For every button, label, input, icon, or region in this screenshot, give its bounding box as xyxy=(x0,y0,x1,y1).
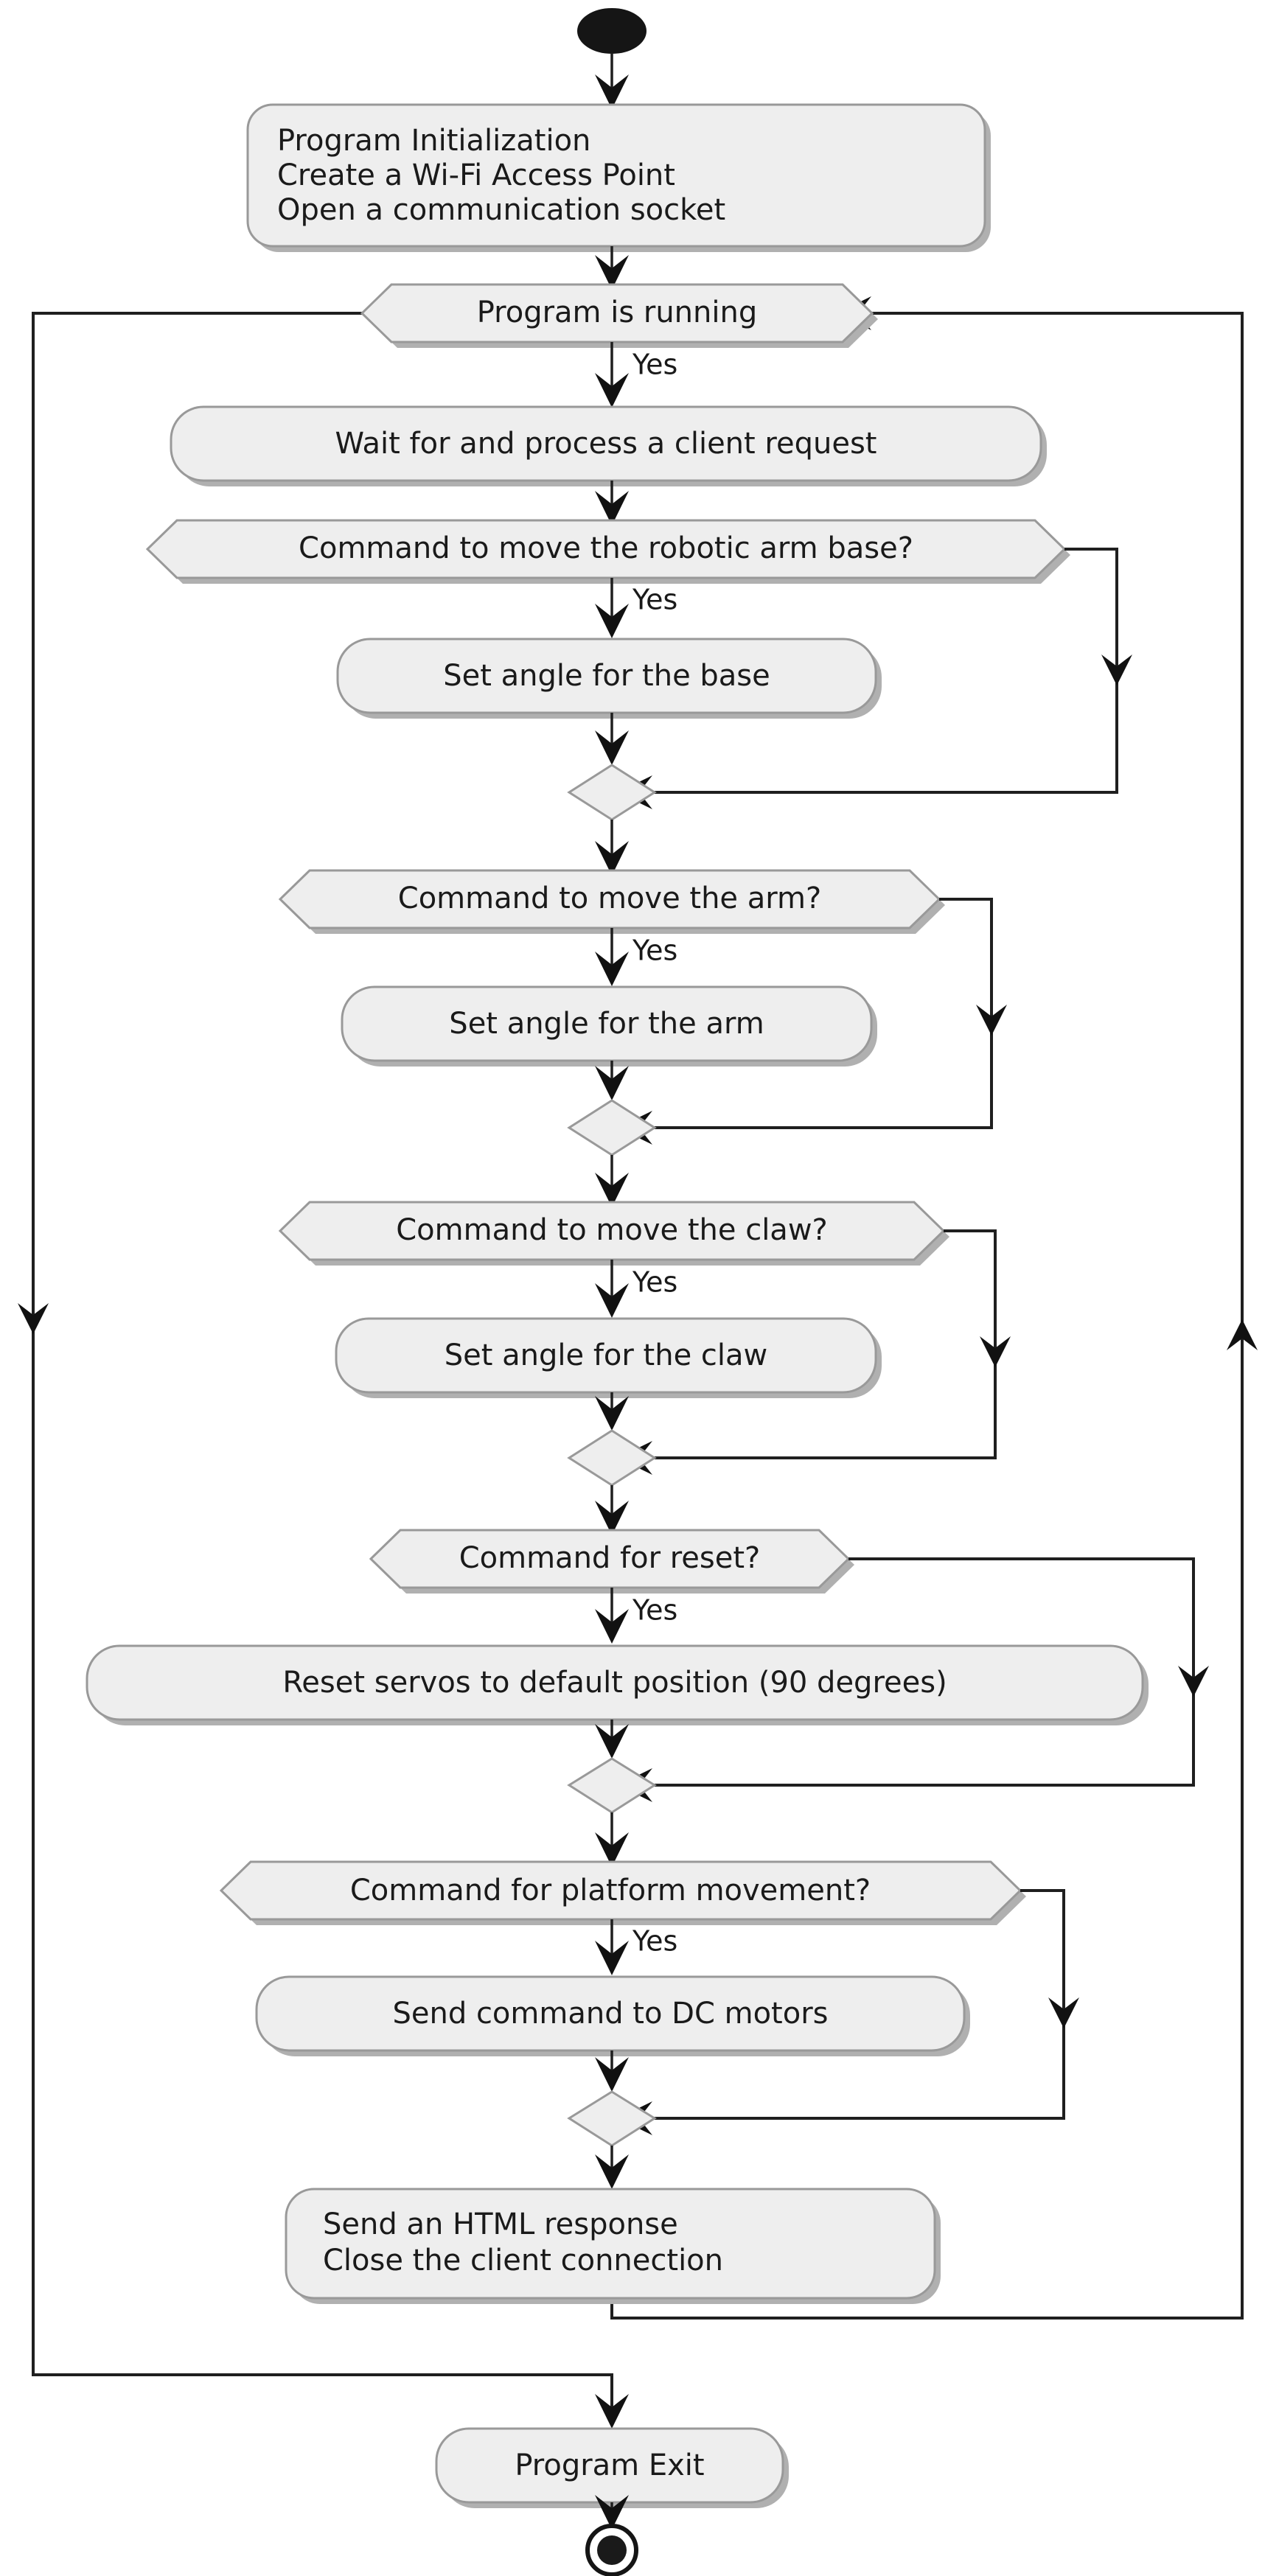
decision-program-is-running-label: Program is running xyxy=(477,296,758,329)
decision-program-is-running: Program is running xyxy=(360,283,878,348)
edge-setarm-to-merge xyxy=(595,1061,629,1100)
program-exit-label: Program Exit xyxy=(515,2448,704,2482)
set-base-label: Set angle for the base xyxy=(443,659,770,693)
reset-bypass-arrowhead xyxy=(1178,1666,1209,1697)
init-line-2: Create a Wi-Fi Access Point xyxy=(277,158,675,192)
edge-running-yes: Yes xyxy=(595,342,677,408)
node-send-command-dc-motors: Send command to DC motors xyxy=(255,1975,970,2056)
edge-mergereset-to-decide-platform xyxy=(595,1812,629,1867)
edge-label-base-yes: Yes xyxy=(632,584,677,616)
decision-arm-label: Command to move the arm? xyxy=(398,882,821,915)
edge-mergeplatform-to-response xyxy=(595,2146,629,2189)
base-bypass-arrowhead xyxy=(1101,655,1132,685)
platform-bypass-arrowhead xyxy=(1048,1997,1079,2028)
decision-move-robotic-arm-base: Command to move the robotic arm base? xyxy=(145,519,1070,584)
edge-platform-yes: Yes xyxy=(595,1919,677,1975)
claw-bypass-arrowhead xyxy=(980,1336,1011,1367)
set-claw-label: Set angle for the claw xyxy=(445,1338,768,1372)
edge-label-arm-yes: Yes xyxy=(632,935,677,967)
edge-arm-yes: Yes xyxy=(595,928,677,986)
end-node xyxy=(585,2524,638,2576)
node-program-initialization: Program Initialization Create a Wi-Fi Ac… xyxy=(246,103,991,252)
merge-node-platform xyxy=(567,2090,657,2147)
reset-servos-label: Reset servos to default position (90 deg… xyxy=(282,1666,947,1700)
decision-move-claw: Command to move the claw? xyxy=(278,1201,949,1266)
decision-claw-label: Command to move the claw? xyxy=(396,1213,828,1247)
response-line-1: Send an HTML response xyxy=(323,2207,678,2241)
edge-exit-to-end xyxy=(595,2495,629,2530)
left-rail-arrowhead xyxy=(18,1303,49,1334)
edge-label-claw-yes: Yes xyxy=(632,1266,677,1299)
edge-label-platform-yes: Yes xyxy=(632,1925,677,1958)
edge-setclaw-to-merge xyxy=(595,1392,629,1431)
node-set-angle-arm: Set angle for the arm xyxy=(341,985,877,1067)
start-node xyxy=(577,8,647,54)
node-reset-servos: Reset servos to default position (90 deg… xyxy=(86,1644,1149,1725)
merge-node-base xyxy=(567,764,657,821)
edge-mergeclaw-to-decide-reset xyxy=(595,1485,629,1535)
edge-mergearm-to-decide-claw xyxy=(595,1155,629,1207)
edge-setbase-to-merge xyxy=(595,713,629,765)
init-line-1: Program Initialization xyxy=(277,124,590,158)
edge-label-running-yes: Yes xyxy=(632,349,677,381)
edge-senddc-to-merge xyxy=(595,2050,629,2092)
right-rail-arrowhead xyxy=(1227,1319,1258,1350)
wait-request-label: Wait for and process a client request xyxy=(335,427,877,461)
send-dc-label: Send command to DC motors xyxy=(392,1997,828,2031)
node-set-angle-base: Set angle for the base xyxy=(336,638,882,719)
set-arm-label: Set angle for the arm xyxy=(449,1007,764,1041)
arm-bypass-arrowhead xyxy=(976,1005,1007,1036)
outer-left-rail-edge xyxy=(18,312,629,2429)
decision-platform-label: Command for platform movement? xyxy=(350,1874,871,1907)
decision-move-arm: Command to move the arm? xyxy=(278,869,945,934)
decision-reset-label: Command for reset? xyxy=(459,1541,761,1575)
merge-node-claw xyxy=(567,1429,657,1487)
program-exit-arrowhead xyxy=(595,2394,629,2429)
decision-base-label: Command to move the robotic arm base? xyxy=(299,531,913,565)
edge-resetservos-to-merge xyxy=(595,1720,629,1759)
edge-mergebase-to-decide-arm xyxy=(595,820,629,876)
edge-wait-to-decide-base xyxy=(595,481,629,526)
response-line-2: Close the client connection xyxy=(323,2244,723,2277)
edge-init-to-running xyxy=(595,246,629,290)
edge-claw-yes: Yes xyxy=(595,1260,677,1318)
decision-platform-movement: Command for platform movement? xyxy=(219,1860,1026,1925)
merge-node-reset xyxy=(567,1757,657,1814)
edge-base-yes: Yes xyxy=(595,578,677,638)
edge-reset-yes: Yes xyxy=(595,1588,677,1644)
edge-start-to-init xyxy=(595,53,629,109)
merge-node-arm xyxy=(567,1099,657,1156)
decision-reset: Command for reset? xyxy=(369,1529,854,1594)
node-program-exit: Program Exit xyxy=(435,2427,789,2508)
node-send-html-response: Send an HTML response Close the client c… xyxy=(285,2188,941,2304)
init-line-3: Open a communication socket xyxy=(277,193,725,227)
node-set-angle-claw: Set angle for the claw xyxy=(335,1317,882,1398)
edge-label-reset-yes: Yes xyxy=(632,1594,677,1627)
node-wait-for-client-request: Wait for and process a client request xyxy=(170,405,1047,486)
